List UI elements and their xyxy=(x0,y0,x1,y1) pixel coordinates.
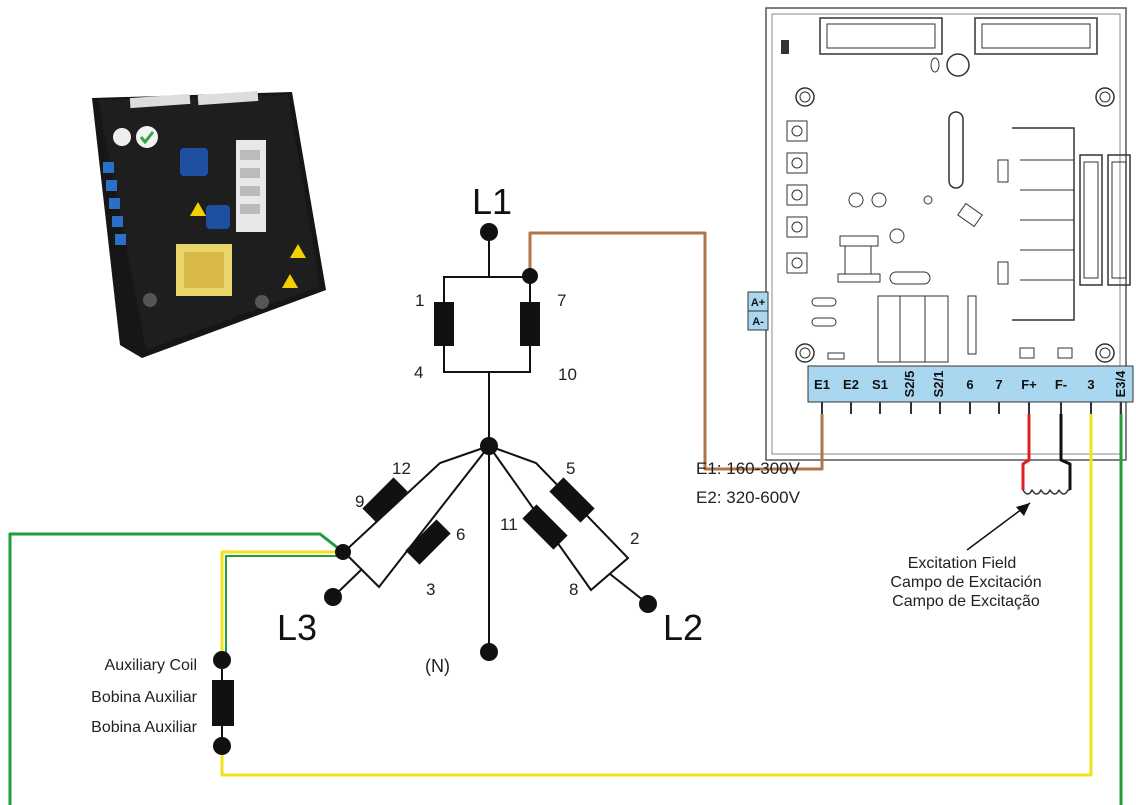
field-plus-wire xyxy=(1021,414,1031,490)
terminal-e1: E1 xyxy=(814,377,830,392)
aux-coil-label-es: Bobina Auxiliar xyxy=(91,689,198,706)
aux-coil-label-pt: Bobina Auxiliar xyxy=(91,719,198,736)
terminal-s2-5: S2/5 xyxy=(902,371,917,398)
heatsink xyxy=(997,127,1131,321)
coil-5-2 xyxy=(549,477,595,523)
winding-7: 7 xyxy=(557,291,566,310)
winding-9: 9 xyxy=(355,492,364,511)
sensing-wire-e1 xyxy=(528,231,824,471)
winding-4: 4 xyxy=(414,363,423,382)
excitation-label-pt: Campo de Excitação xyxy=(892,593,1040,610)
coil-11-8 xyxy=(522,504,568,550)
phase-labels: L1 L2 L3 (N) xyxy=(277,181,703,676)
analog-a-minus: A- xyxy=(752,316,764,328)
trimmer-pots xyxy=(786,120,808,274)
terminal-6: 6 xyxy=(966,377,973,392)
field-minus-wire xyxy=(1059,414,1072,490)
coil-1-4 xyxy=(434,302,454,346)
terminal-dots xyxy=(213,223,657,755)
winding-6: 6 xyxy=(456,525,465,544)
winding-5: 5 xyxy=(566,459,575,478)
terminal-3: 3 xyxy=(1087,377,1094,392)
terminal-s1: S1 xyxy=(872,377,888,392)
winding-12: 12 xyxy=(392,459,411,478)
terminal-e2: E2 xyxy=(843,377,859,392)
avr-terminal-block: E1 E2 S1 S2/5 S2/1 6 7 F+ F- 3 E3/4 xyxy=(807,365,1134,414)
excitation-label-es: Campo de Excitación xyxy=(890,574,1041,591)
yellow-wire xyxy=(220,414,1093,777)
winding-3: 3 xyxy=(426,580,435,599)
wires xyxy=(8,231,1123,805)
sensing-note-e1: E1: 160-300V xyxy=(696,459,801,478)
coil-7-10 xyxy=(520,302,540,346)
aux-coil xyxy=(212,680,234,726)
phase-l1-label: L1 xyxy=(472,181,512,222)
winding-2: 2 xyxy=(630,529,639,548)
phase-l3-label: L3 xyxy=(277,607,317,648)
terminal-f-minus: F- xyxy=(1055,377,1067,392)
avr-product-photo xyxy=(92,90,326,358)
coil-12-9 xyxy=(362,477,408,523)
analog-a-plus: A+ xyxy=(751,297,765,309)
excitation-field-labels: Excitation Field Campo de Excitación Cam… xyxy=(890,555,1041,610)
analog-port: A+ A- xyxy=(747,291,769,331)
winding-number-labels: 1 4 7 10 12 9 6 3 5 11 2 8 xyxy=(355,291,639,599)
terminal-pins xyxy=(821,402,1122,414)
aux-coil-label-en: Auxiliary Coil xyxy=(105,657,197,674)
sensing-note-e2: E2: 320-600V xyxy=(696,488,801,507)
terminal-e3-4: E3/4 xyxy=(1113,370,1128,398)
field-coil-icon xyxy=(1022,489,1070,495)
sensing-notes: E1: 160-300V E2: 320-600V xyxy=(696,459,801,507)
winding-8: 8 xyxy=(569,580,578,599)
coil-6-3 xyxy=(405,519,451,565)
winding-1: 1 xyxy=(415,291,424,310)
terminal-f-plus: F+ xyxy=(1021,377,1037,392)
terminal-s2-1: S2/1 xyxy=(931,371,946,398)
auxiliary-coil-labels: Auxiliary Coil Bobina Auxiliar Bobina Au… xyxy=(91,657,198,736)
winding-11: 11 xyxy=(500,515,518,534)
terminal-7: 7 xyxy=(995,377,1002,392)
excitation-label-en: Excitation Field xyxy=(908,555,1017,572)
phase-l2-label: L2 xyxy=(663,607,703,648)
green-wire xyxy=(8,532,344,805)
winding-coils xyxy=(212,302,595,746)
winding-10: 10 xyxy=(558,365,577,384)
aux-wire-top xyxy=(220,550,343,660)
neutral-label: (N) xyxy=(425,656,450,676)
